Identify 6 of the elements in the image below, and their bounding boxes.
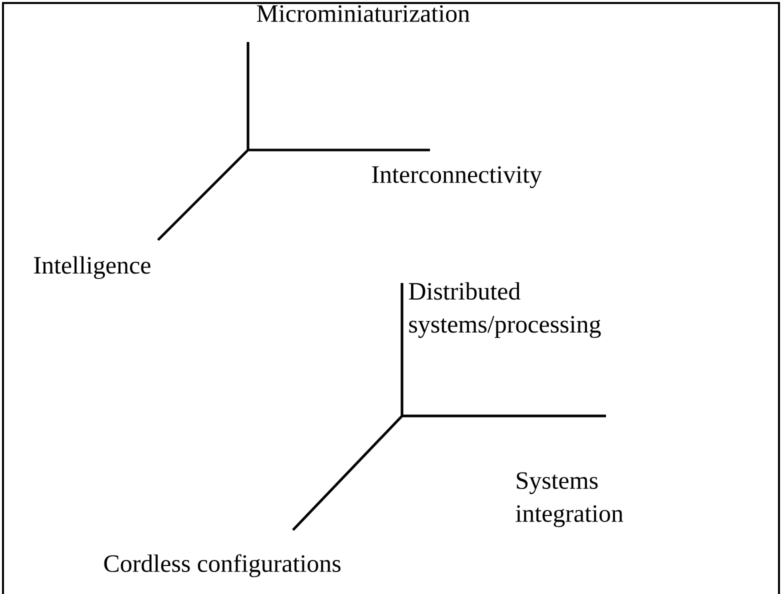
axis-label: Interconnectivity <box>372 166 542 188</box>
axis-label: Distributed systems/processing <box>408 282 601 338</box>
axis-label: Microminiaturization <box>256 5 470 22</box>
axis-label: Cordless configurations <box>104 554 340 578</box>
axis-label: Intelligence <box>34 256 150 279</box>
axis-label: Systems integration <box>516 472 624 528</box>
